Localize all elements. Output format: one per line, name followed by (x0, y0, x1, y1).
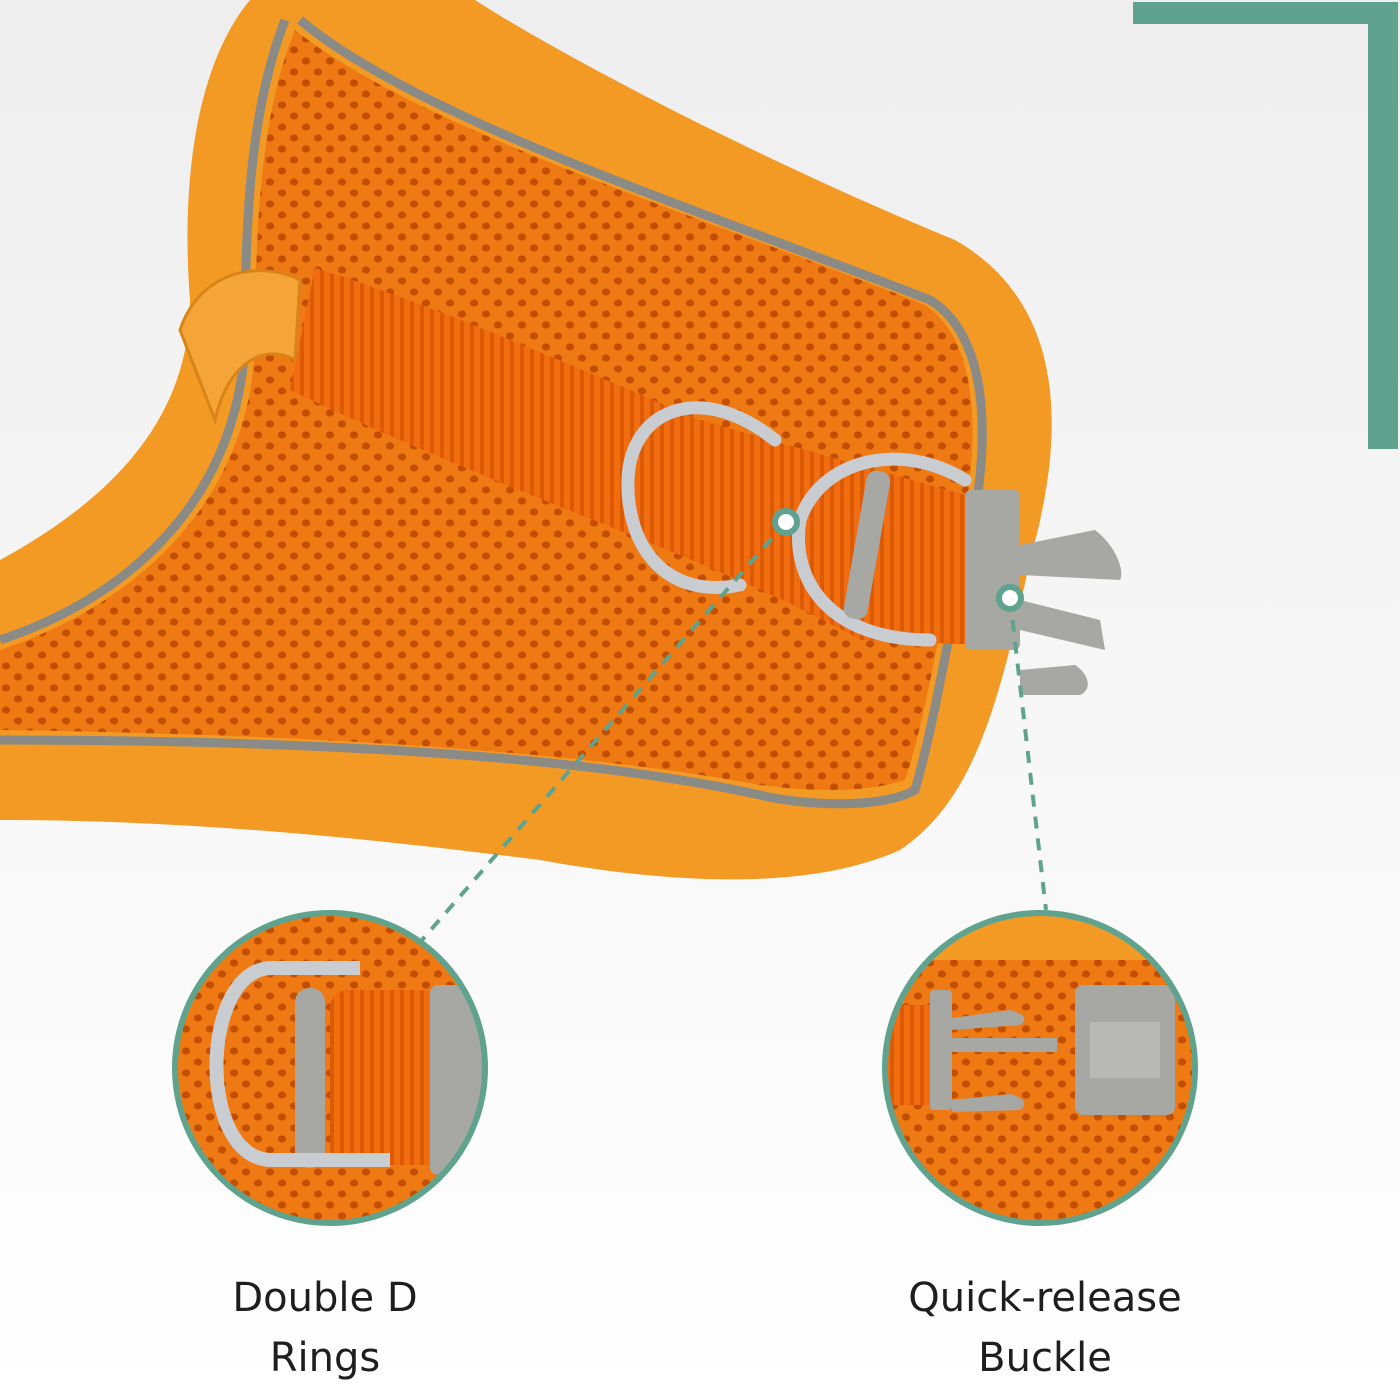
caption-right-line1: Quick-release (908, 1275, 1182, 1321)
marker-buckle (996, 584, 1024, 612)
side-loop (178, 269, 302, 426)
caption-double-d-rings: Double D Rings (170, 1268, 480, 1388)
leader-right (1008, 597, 1048, 911)
accent-bracket (1133, 2, 1398, 449)
marker-d-rings (772, 508, 800, 536)
leader-left (420, 520, 788, 942)
buckle-bar (843, 470, 891, 620)
d-ring-2 (792, 452, 972, 647)
d-ring-closeup (209, 961, 390, 1167)
caption-right-line2: Buckle (978, 1335, 1112, 1381)
harness-photo (0, 0, 1122, 880)
caption-left-line1: Double D (232, 1275, 418, 1321)
caption-quick-release-buckle: Quick-release Buckle (880, 1268, 1210, 1388)
d-ring-1 (621, 401, 782, 594)
webbing-strap (290, 268, 1000, 645)
caption-left-line2: Rings (269, 1335, 381, 1381)
zoom-circle-d-rings (172, 910, 488, 1226)
callout-leaders (420, 520, 1048, 942)
zoom-circle-buckle (882, 910, 1198, 1226)
